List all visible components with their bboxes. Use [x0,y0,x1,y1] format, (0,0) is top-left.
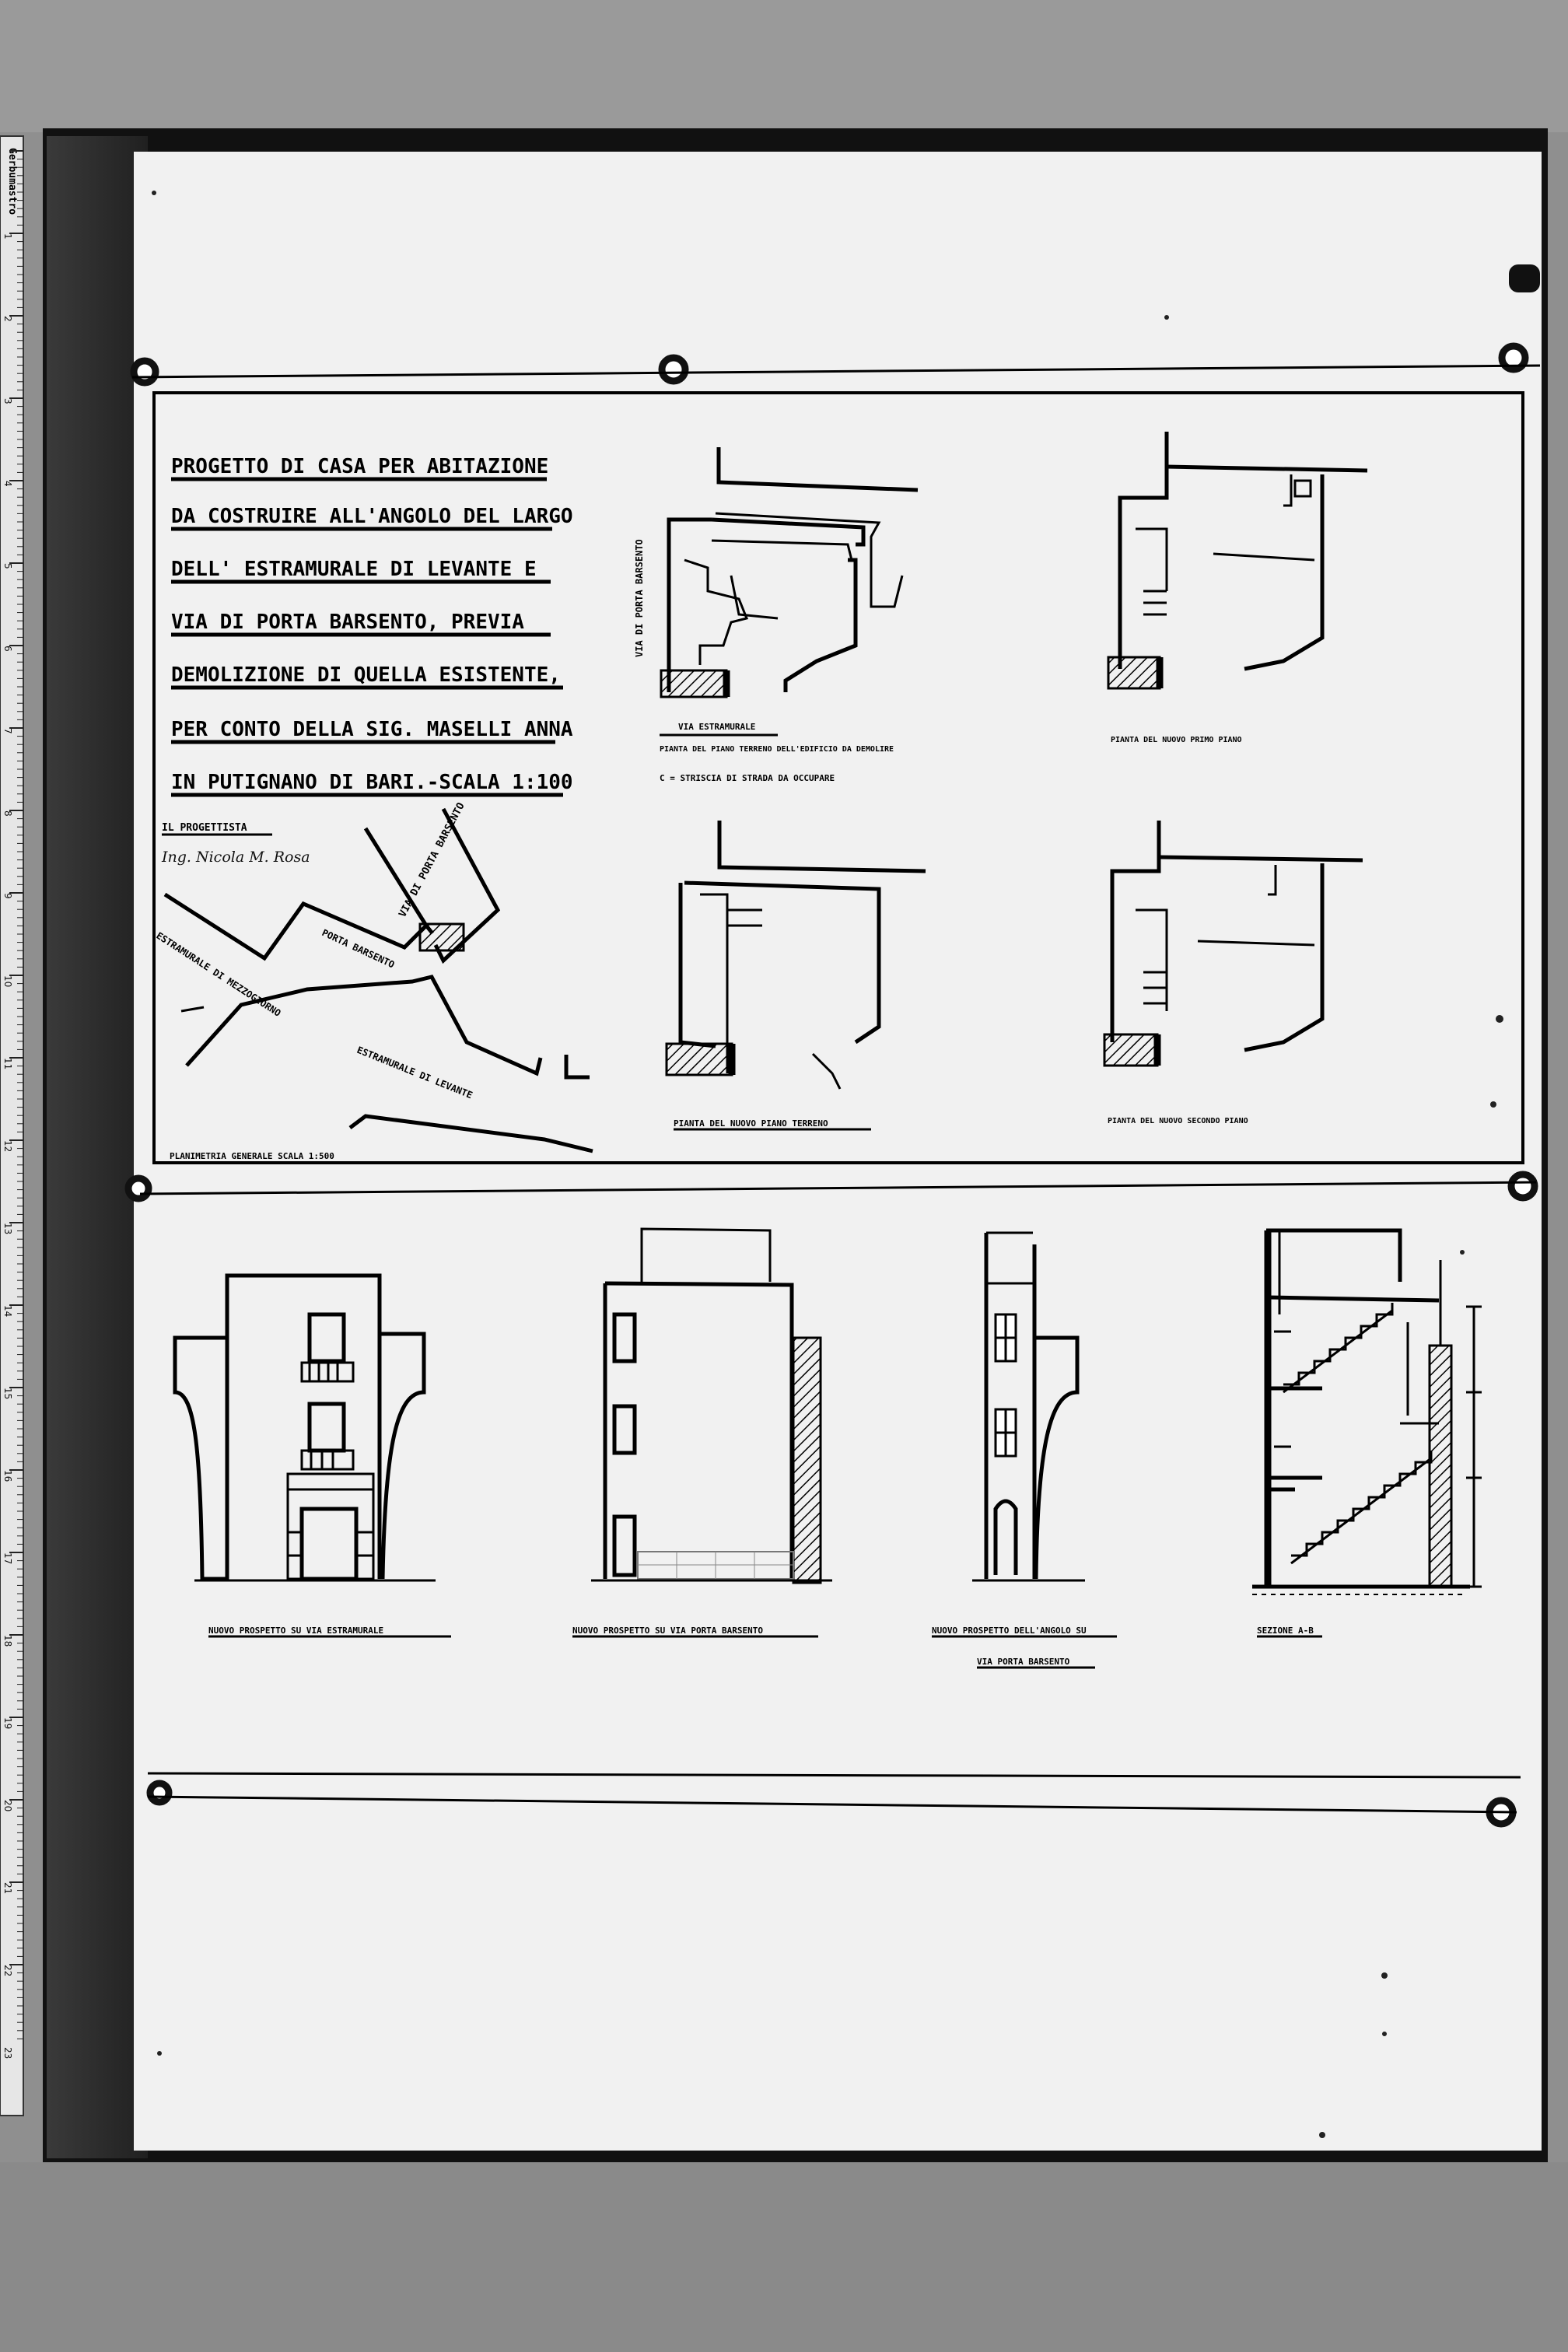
bottom-background [0,2162,1568,2352]
tape-mark [1509,264,1540,292]
ruler-number: 5 [2,563,13,569]
ruler-number: 10 [2,975,13,987]
ruler-number: 8 [2,810,13,817]
ruler-number: 7 [2,728,13,734]
elevation-estramurale: NUOVO PROSPETTO SU VIA ESTRAMURALE [173,1273,451,1638]
ruler-number: 21 [2,1882,13,1894]
title-line-7: IN PUTIGNANO DI BARI.-SCALA 1:100 [171,771,573,794]
title-line-2: DA COSTRUIRE ALL'ANGOLO DEL LARGO [171,505,573,528]
pin-icon [124,1174,152,1202]
ruler-number: 15 [2,1388,13,1399]
scan-specks [152,191,1503,2138]
designer-label: IL PROGETTISTA [162,822,247,834]
elevation-estramurale-caption: NUOVO PROSPETTO SU VIA ESTRAMURALE [208,1626,383,1636]
title-line-1: PROGETTO DI CASA PER ABITAZIONE [171,455,548,478]
ruler-number: 18 [2,1635,13,1647]
ruler-number: 22 [2,1965,13,1976]
ruler-number: 11 [2,1058,13,1069]
ruler-brand: Gerbumastro [6,148,18,215]
plan-side-label: VIA DI PORTA BARSENTO [634,539,645,657]
pin-icon [658,354,689,385]
ruler-number: 6 [2,646,13,652]
plan-new-first-floor: PIANTA DEL NUOVO PRIMO PIANO [1107,432,1368,744]
title-block: PROGETTO DI CASA PER ABITAZIONE DA COSTR… [161,455,573,866]
upper-sheet-border [152,391,1524,1164]
signature: Ing. Nicola M. Rosa [161,849,310,866]
site-plan-caption: PLANIMETRIA GENERALE SCALA 1:500 [170,1151,334,1161]
title-line-4: VIA DI PORTA BARSENTO, PREVIA [171,611,524,634]
title-line-3: DELL' ESTRAMURALE DI LEVANTE E [171,558,537,581]
elevation-corner-caption-1: NUOVO PROSPETTO DELL'ANGOLO SU [932,1626,1087,1636]
plan-new-second-floor: PIANTA DEL NUOVO SECONDO PIANO [1103,821,1363,1125]
left-dark-band [47,136,148,2158]
measuring-ruler: Gerbumastro 1234567891011121314151617181… [0,135,24,2116]
ruler-number: 20 [2,1800,13,1811]
ruler-number: 9 [2,893,13,899]
pin-icon [1507,1171,1538,1202]
plan-first-caption: PIANTA DEL NUOVO PRIMO PIANO [1111,736,1242,744]
section-ab: SEZIONE A-B [1252,1228,1482,1638]
ruler-number: 1 [2,233,13,240]
plan-new-ground-floor: PIANTA DEL NUOVO PIANO TERRENO [665,821,926,1131]
ruler-number: 17 [2,1552,13,1564]
plan-existing-caption: PIANTA DEL PIANO TERRENO DELL'EDIFICIO D… [660,745,894,754]
sheet-top-edge [131,364,1541,379]
ruler-number: 3 [2,398,13,404]
ruler-number: 14 [2,1305,13,1317]
pin-icon [130,357,159,387]
top-background [0,0,1568,132]
plan-street-label: VIA ESTRAMURALE [678,722,755,732]
ruler-number: 16 [2,1470,13,1482]
ruler-number: 2 [2,316,13,322]
elevation-barsento: NUOVO PROSPETTO SU VIA PORTA BARSENTO [572,1227,832,1638]
elevation-barsento-caption: NUOVO PROSPETTO SU VIA PORTA BARSENTO [572,1626,763,1636]
ruler-number: 19 [2,1717,13,1729]
ruler-number: 4 [2,481,13,487]
plan-ground-caption: PIANTA DEL NUOVO PIANO TERRENO [674,1118,828,1129]
plan-existing-ground-floor: VIA DI PORTA BARSENTO VIA ESTRAMURALE PI… [634,447,919,783]
title-line-5: DEMOLIZIONE DI QUELLA ESISTENTE, [171,663,561,687]
lower-sheet-edge [147,1772,1521,1779]
plan-second-caption: PIANTA DEL NUOVO SECONDO PIANO [1108,1117,1248,1125]
ruler-number: 13 [2,1223,13,1234]
elevation-corner-caption-2: VIA PORTA BARSENTO [977,1657,1070,1667]
pin-icon [1498,342,1529,373]
elevation-corner: NUOVO PROSPETTO DELL'ANGOLO SU VIA PORTA… [932,1231,1117,1669]
pin-icon [146,1780,173,1806]
ruler-number: 23 [2,2047,13,2059]
title-line-6: PER CONTO DELLA SIG. MASELLI ANNA [171,718,573,741]
plan-existing-note: C = STRISCIA DI STRADA DA OCCUPARE [660,773,835,783]
sheet-paper [134,152,1542,2151]
lower-sheet-edge-2 [147,1795,1517,1814]
sheet-fold-line [139,1181,1537,1195]
ruler-number: 12 [2,1140,13,1152]
section-caption: SEZIONE A-B [1257,1626,1314,1636]
